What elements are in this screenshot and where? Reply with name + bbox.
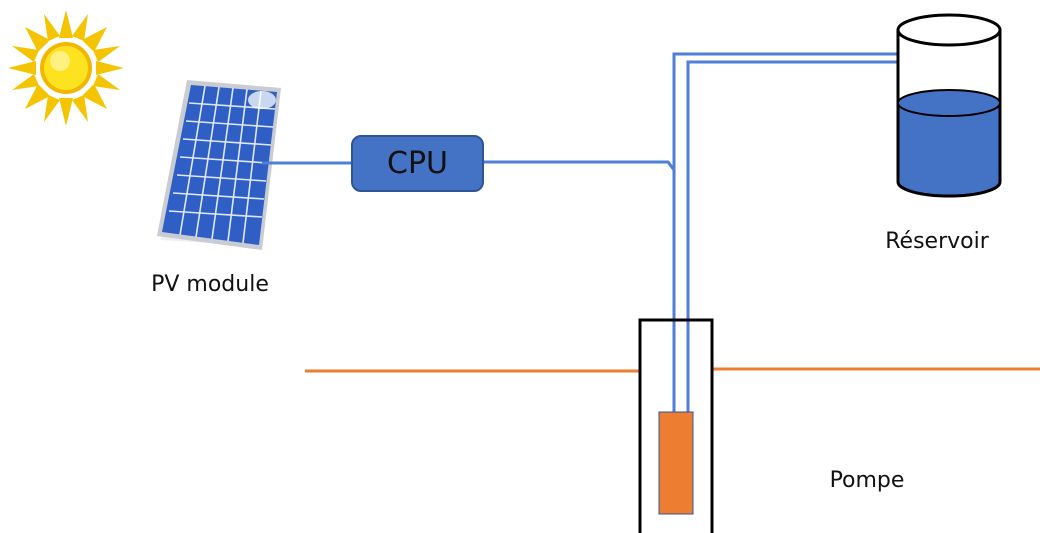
reservoir-label: Réservoir [860,224,1014,258]
sun-icon [8,10,124,126]
pipes [262,52,898,412]
pump-label: Pompe [790,463,944,497]
well-casing [638,318,714,533]
cpu-box: CPU [351,135,484,192]
reservoir-tank [896,13,1002,198]
solar-panel-icon [157,80,281,250]
pv-module-label: PV module [132,267,288,301]
ground-line [305,367,1040,373]
pump-body [658,411,694,515]
cpu-label: CPU [387,146,448,181]
